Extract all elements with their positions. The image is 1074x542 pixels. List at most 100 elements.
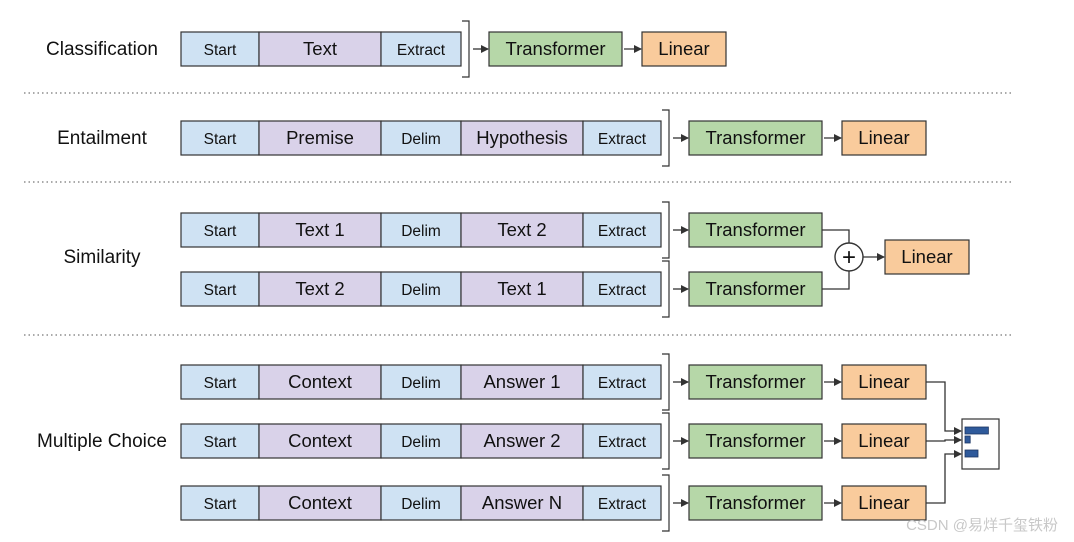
entailment-row-1-token-hypothesis-box — [460, 120, 584, 156]
multiple-choice-task-label: Multiple Choice — [37, 431, 167, 452]
multiple-choice-row-2-token-delim-label: Delim — [401, 434, 441, 451]
multiple-choice-row-3-bracket — [662, 474, 670, 532]
multiple-choice-row-1-bracket — [662, 353, 670, 411]
multiple-choice-row-3-token-delim-label: Delim — [401, 496, 441, 513]
entailment-row-1-token-extract-label: Extract — [598, 131, 647, 148]
multiple-choice-row-3-linear-label: Linear — [858, 492, 909, 513]
similarity-task-label: Similarity — [63, 247, 141, 268]
similarity-connector-top — [822, 229, 850, 243]
multiple-choice-row-3-token-extract-box — [582, 485, 662, 521]
multiple-choice-row-2-token-extract-box — [582, 423, 662, 459]
similarity-row-2-token-text-1-label: Text 1 — [497, 278, 546, 299]
multiple-choice-connector-2 — [926, 436, 962, 444]
multiple-choice-row-1-linear-box — [841, 364, 927, 400]
similarity-row-2-bracket — [662, 260, 670, 318]
entailment-row-1-token-premise-label: Premise — [286, 127, 354, 148]
similarity-row-1-token-delim-label: Delim — [401, 223, 441, 240]
similarity-row-2-token-text-2-label: Text 2 — [295, 278, 344, 299]
similarity-row-2-token-text-2-box — [258, 271, 382, 307]
similarity-row-1-token-start-label: Start — [204, 223, 237, 240]
entailment-row-1-transformer-label: Transformer — [705, 127, 805, 148]
entailment-row-1-token-start-label: Start — [204, 131, 237, 148]
entailment-task-label: Entailment — [57, 128, 147, 149]
multiple-choice-connector-1 — [926, 381, 962, 435]
multiple-choice-row-1-transformer-box — [688, 364, 823, 400]
classification-row-1-linear-label: Linear — [658, 38, 709, 59]
multiple-choice-row-1-transformer-label: Transformer — [705, 371, 805, 392]
similarity-row-1-token-extract-box — [582, 212, 662, 248]
multiple-choice-row-2-token-start-label: Start — [204, 434, 237, 451]
similarity-linear-label: Linear — [901, 246, 952, 267]
similarity-linear-box — [884, 239, 970, 275]
similarity-row-1-token-text-1-label: Text 1 — [295, 219, 344, 240]
similarity-row-2-token-delim-box — [380, 271, 462, 307]
multiple-choice-softmax-bar-3 — [964, 449, 979, 458]
entailment-row-1-linear-label: Linear — [858, 127, 909, 148]
classification-row-1-bracket — [462, 20, 470, 78]
similarity-row-1-token-text-1-box — [258, 212, 382, 248]
multiple-choice-row-2-token-answer-2-box — [460, 423, 584, 459]
classification-row-1-linear-box — [641, 31, 727, 67]
similarity-row-2-token-extract-label: Extract — [598, 282, 647, 299]
entailment-row-1-linear-box — [841, 120, 927, 156]
similarity-row-2-transformer-box — [688, 271, 823, 307]
multiple-choice-row-2-transformer-label: Transformer — [705, 430, 805, 451]
classification-row-1-token-text-label: Text — [303, 38, 337, 59]
similarity-row-1-token-text-2-label: Text 2 — [497, 219, 546, 240]
entailment-row-1-bracket — [662, 109, 670, 167]
multiple-choice-softmax-bar-1 — [964, 426, 989, 435]
classification-row-1-token-extract-box — [380, 31, 462, 67]
classification-task-label: Classification — [46, 39, 158, 60]
classification-row-1-transformer-label: Transformer — [505, 38, 605, 59]
similarity-row-2-transformer-label: Transformer — [705, 278, 805, 299]
multiple-choice-row-3-token-context-label: Context — [288, 492, 352, 513]
multiple-choice-row-1-token-extract-box — [582, 364, 662, 400]
similarity-row-2-token-start-box — [180, 271, 260, 307]
similarity-row-2-token-extract-box — [582, 271, 662, 307]
multiple-choice-row-2-token-start-box — [180, 423, 260, 459]
similarity-row-2-token-start-label: Start — [204, 282, 237, 299]
multiple-choice-row-1-token-context-label: Context — [288, 371, 352, 392]
multiple-choice-row-1-token-start-box — [180, 364, 260, 400]
multiple-choice-row-1-linear-label: Linear — [858, 371, 909, 392]
entailment-row-1-token-extract-box — [582, 120, 662, 156]
entailment-row-1-token-delim-box — [380, 120, 462, 156]
multiple-choice-row-3-token-start-label: Start — [204, 496, 237, 513]
multiple-choice-row-2-token-context-label: Context — [288, 430, 352, 451]
similarity-connector-bottom — [822, 271, 850, 290]
multiple-choice-row-2-transformer-box — [688, 423, 823, 459]
entailment-row-1-token-delim-label: Delim — [401, 131, 441, 148]
multiple-choice-row-1-token-context-box — [258, 364, 382, 400]
multiple-choice-softmax-box — [961, 418, 1000, 470]
classification-row-1-transformer-box — [488, 31, 623, 67]
multiple-choice-row-2-token-extract-label: Extract — [598, 434, 647, 451]
multiple-choice-row-3-token-answer-n-label: Answer N — [482, 492, 562, 513]
multiple-choice-row-1-token-answer-1-label: Answer 1 — [483, 371, 560, 392]
multiple-choice-connector-3 — [926, 450, 962, 504]
entailment-row-1-token-hypothesis-label: Hypothesis — [476, 127, 568, 148]
classification-row-1-token-extract-label: Extract — [397, 42, 446, 59]
similarity-row-1-token-start-box — [180, 212, 260, 248]
classification-row-1-token-start-box — [180, 31, 260, 67]
multiple-choice-row-3-token-extract-label: Extract — [598, 496, 647, 513]
multiple-choice-row-3-transformer-box — [688, 485, 823, 521]
entailment-row-1-token-start-box — [180, 120, 260, 156]
similarity-plus-symbol: + — [842, 244, 856, 271]
multiple-choice-row-2-bracket — [662, 412, 670, 470]
multiple-choice-row-3-linear-box — [841, 485, 927, 521]
entailment-row-1-token-premise-box — [258, 120, 382, 156]
similarity-row-2-token-text-1-box — [460, 271, 584, 307]
multiple-choice-row-2-token-delim-box — [380, 423, 462, 459]
similarity-row-2-token-delim-label: Delim — [401, 282, 441, 299]
similarity-row-1-transformer-box — [688, 212, 823, 248]
multiple-choice-row-1-token-delim-box — [380, 364, 462, 400]
multiple-choice-row-2-linear-label: Linear — [858, 430, 909, 451]
multiple-choice-row-3-transformer-label: Transformer — [705, 492, 805, 513]
multiple-choice-row-1-token-extract-label: Extract — [598, 375, 647, 392]
similarity-row-1-token-extract-label: Extract — [598, 223, 647, 240]
multiple-choice-row-1-token-delim-label: Delim — [401, 375, 441, 392]
entailment-row-1-transformer-box — [688, 120, 823, 156]
multiple-choice-softmax-bar-2 — [964, 435, 971, 444]
